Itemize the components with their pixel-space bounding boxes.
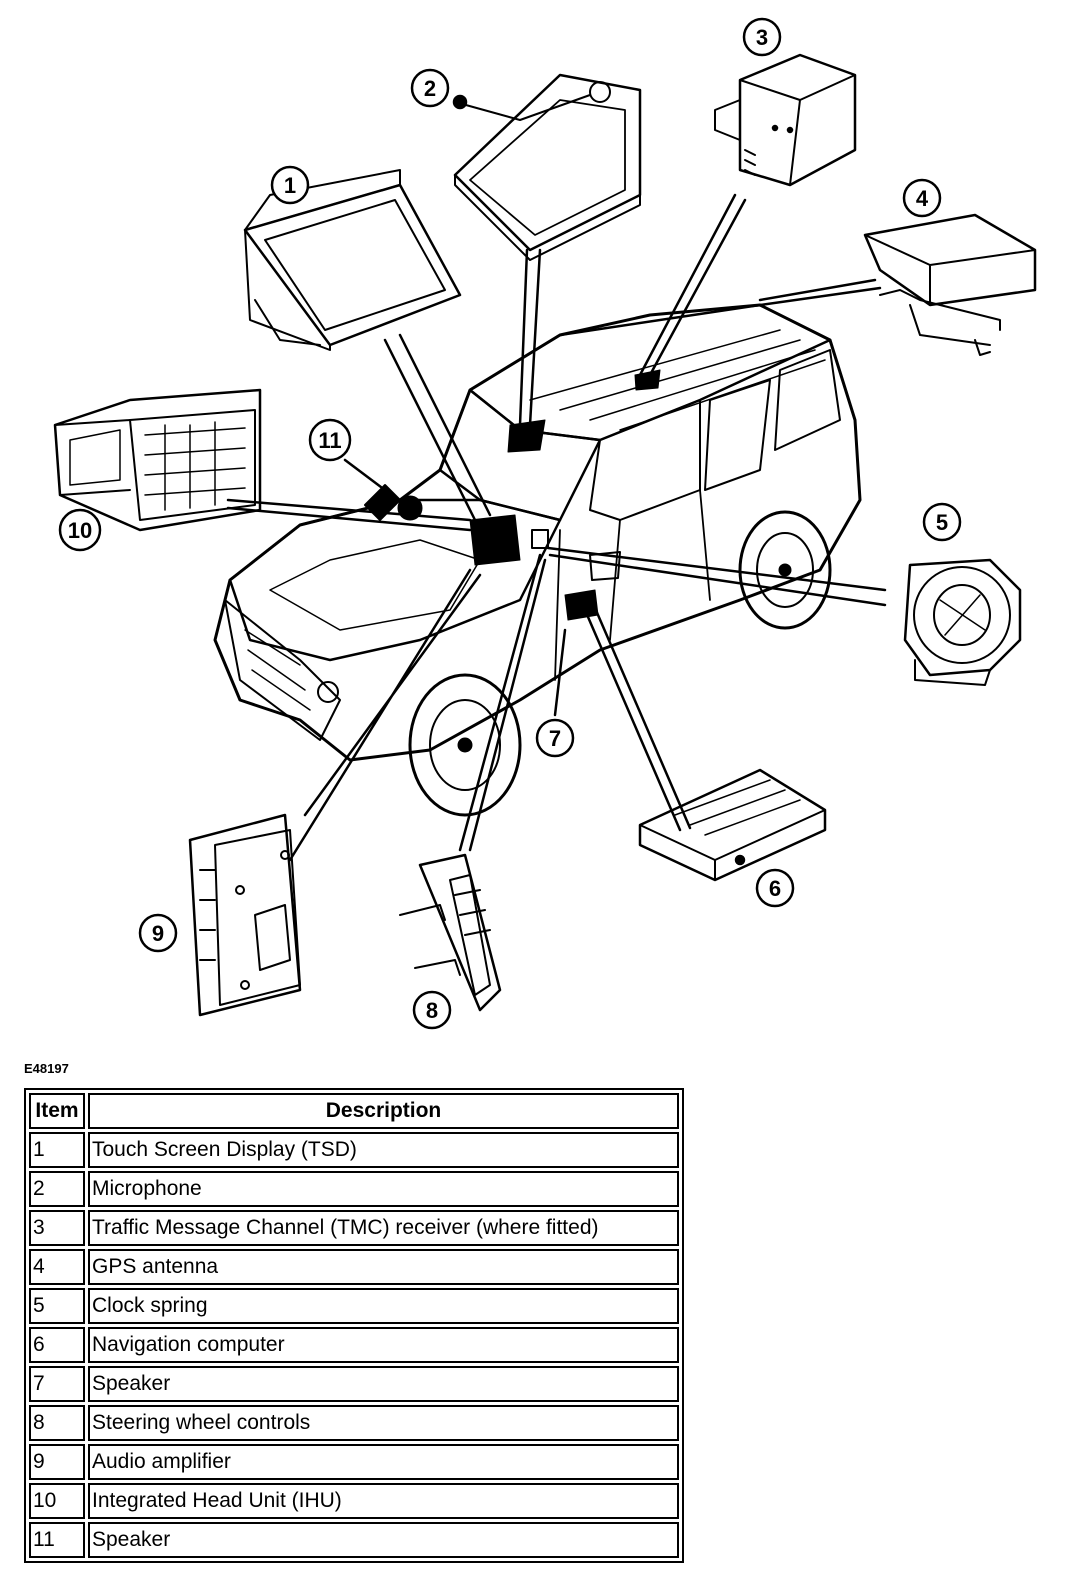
- item-number: 9: [29, 1444, 85, 1480]
- figure-code: E48197: [24, 1061, 69, 1076]
- microphone-illustration: [452, 73, 642, 261]
- tmc-receiver-illustration: [714, 53, 857, 187]
- item-description: Steering wheel controls: [88, 1405, 679, 1441]
- svg-text:10: 10: [68, 518, 92, 543]
- svg-text:5: 5: [936, 510, 948, 535]
- dash-speaker-illustration: [364, 484, 401, 521]
- gps-antenna-illustration: [863, 213, 1037, 356]
- callout-6: 6: [755, 868, 795, 908]
- table-header-row: Item Description: [29, 1093, 679, 1129]
- item-number: 11: [29, 1522, 85, 1558]
- item-number: 8: [29, 1405, 85, 1441]
- svg-text:9: 9: [152, 921, 164, 946]
- item-number: 1: [29, 1132, 85, 1168]
- callouts: 1 2 3 4 5 6 7 8: [58, 17, 962, 1030]
- item-number: 3: [29, 1210, 85, 1246]
- svg-text:3: 3: [756, 25, 768, 50]
- svg-text:4: 4: [916, 186, 929, 211]
- item-description: Integrated Head Unit (IHU): [88, 1483, 679, 1519]
- callout-8: 8: [412, 990, 452, 1030]
- callout-7: 7: [535, 718, 575, 758]
- callout-3: 3: [742, 17, 782, 57]
- callout-9: 9: [138, 913, 178, 953]
- item-number: 4: [29, 1249, 85, 1285]
- item-description: Clock spring: [88, 1288, 679, 1324]
- item-number: 2: [29, 1171, 85, 1207]
- item-description: Speaker: [88, 1522, 679, 1558]
- touch-screen-display-illustration: [243, 169, 462, 351]
- integrated-head-unit-illustration: [53, 388, 262, 532]
- item-description: GPS antenna: [88, 1249, 679, 1285]
- svg-text:8: 8: [426, 998, 438, 1023]
- audio-amplifier-illustration: [188, 813, 302, 1017]
- item-number: 5: [29, 1288, 85, 1324]
- steering-wheel-controls-illustration: [399, 853, 502, 1012]
- item-number: 10: [29, 1483, 85, 1519]
- header-description: Description: [88, 1093, 679, 1129]
- item-number: 6: [29, 1327, 85, 1363]
- callout-10: 10: [58, 508, 102, 552]
- svg-text:7: 7: [549, 726, 561, 751]
- callout-5: 5: [922, 502, 962, 542]
- callout-11: 11: [308, 418, 352, 462]
- item-description: Traffic Message Channel (TMC) receiver (…: [88, 1210, 679, 1246]
- navigation-computer-illustration: [638, 768, 827, 882]
- svg-text:6: 6: [769, 876, 781, 901]
- item-description: Touch Screen Display (TSD): [88, 1132, 679, 1168]
- component-location-diagram: 1 2 3 4 5 6 7 8: [53, 17, 1037, 1030]
- item-description: Navigation computer: [88, 1327, 679, 1363]
- svg-text:2: 2: [424, 76, 436, 101]
- item-description: Speaker: [88, 1366, 679, 1402]
- svg-text:1: 1: [284, 173, 296, 198]
- callout-1: 1: [270, 165, 310, 205]
- item-description: Audio amplifier: [88, 1444, 679, 1480]
- leader-lines: [226, 193, 887, 862]
- item-number: 7: [29, 1366, 85, 1402]
- callout-4: 4: [902, 178, 942, 218]
- front-wheel: [408, 673, 522, 817]
- rear-wheel: [738, 510, 832, 630]
- clock-spring-illustration: [903, 558, 1022, 686]
- callout-2: 2: [410, 68, 450, 108]
- vehicle-illustration: [213, 303, 862, 817]
- item-description: Microphone: [88, 1171, 679, 1207]
- svg-text:11: 11: [318, 428, 341, 453]
- header-item: Item: [29, 1093, 85, 1129]
